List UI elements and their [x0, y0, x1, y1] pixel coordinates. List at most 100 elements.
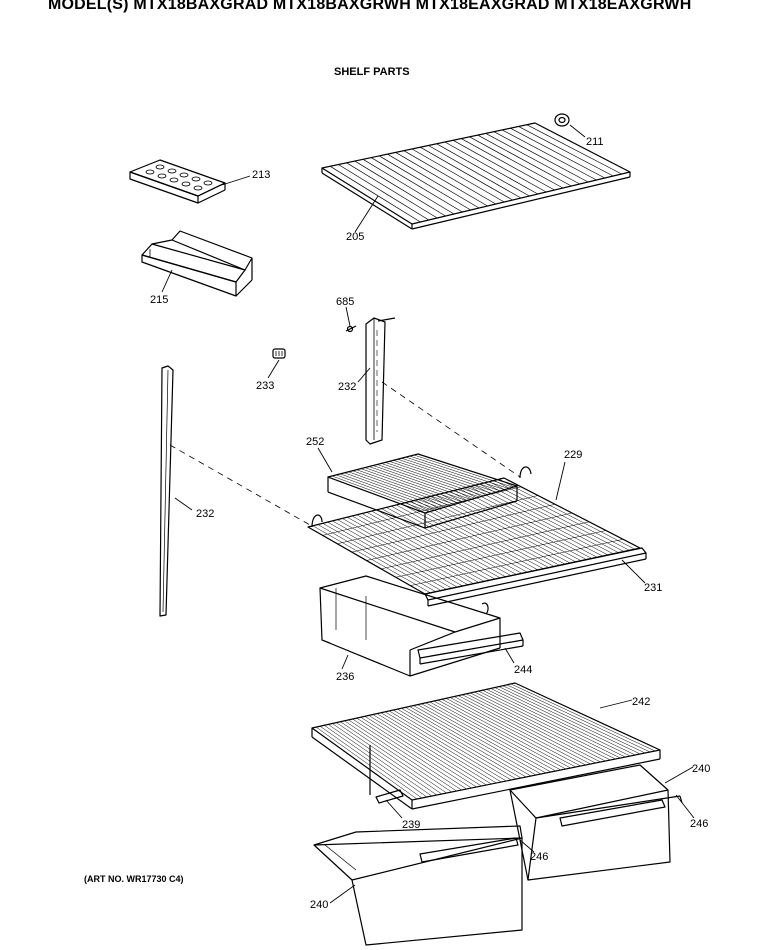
callout-labels: 211 213 205 215 685 233 232 252 229 232 …	[150, 136, 710, 911]
wire-line	[336, 722, 442, 795]
wire-line	[401, 457, 501, 492]
wire-line	[462, 694, 596, 764]
wire-line	[393, 460, 492, 494]
wire-line	[344, 472, 442, 509]
wire-line	[474, 691, 611, 761]
wire-line	[510, 127, 605, 179]
wire-line	[405, 456, 505, 490]
part-232-left-rail	[159, 365, 174, 617]
wire-line	[371, 157, 463, 213]
wire-line	[453, 696, 586, 766]
callout-685: 685	[336, 296, 354, 308]
wire-line	[368, 466, 467, 501]
wire-line	[344, 720, 452, 793]
wire-line	[470, 692, 606, 762]
callout-231: 231	[644, 582, 662, 594]
part-213-egg-tray	[129, 159, 226, 204]
callout-240-right: 240	[692, 763, 710, 775]
wire-line	[354, 160, 446, 217]
wire-line	[502, 129, 597, 181]
wire-line	[429, 701, 556, 772]
wire-line	[478, 690, 616, 760]
part-236-drawer	[319, 575, 501, 677]
callout-246-left: 246	[530, 851, 548, 863]
callout-239: 239	[402, 819, 420, 831]
callout-252: 252	[306, 436, 324, 448]
wire-line	[409, 706, 532, 777]
wire-line	[413, 454, 513, 488]
wire-line	[362, 159, 455, 215]
wire-line	[466, 693, 601, 763]
callout-246-right: 246	[690, 818, 708, 830]
wire-line	[381, 463, 480, 498]
wire-line	[397, 458, 497, 493]
callout-205: 205	[346, 231, 364, 243]
wire-line	[494, 687, 636, 756]
wire-line	[397, 708, 517, 780]
wire-line	[364, 716, 477, 788]
part-233-clip	[272, 348, 286, 359]
wire-line	[388, 710, 507, 782]
wire-line	[368, 715, 482, 787]
part-240-right-crisper	[509, 764, 683, 881]
wire-line	[348, 471, 446, 508]
wire-line	[482, 689, 621, 759]
part-239-support	[369, 745, 404, 804]
wire-line	[346, 162, 438, 219]
wire-line	[417, 704, 542, 775]
wire-line	[340, 473, 438, 510]
part-242-crisper-cover	[311, 682, 661, 810]
wire-line	[421, 703, 547, 774]
wire-line	[477, 134, 572, 187]
wire-line	[445, 698, 576, 768]
part-252-shelf-insert	[327, 453, 518, 529]
wire-line	[506, 684, 651, 753]
model-header: MODEL(S) MTX18BAXGRAD MTX18BAXGRWH MTX18…	[48, 0, 692, 13]
wire-line	[420, 146, 513, 201]
part-205-wire-shelf	[321, 122, 631, 230]
wire-line	[340, 721, 447, 794]
wire-line	[376, 713, 492, 785]
wire-line	[405, 707, 527, 778]
wire-line	[502, 685, 646, 754]
wire-line	[389, 461, 488, 495]
wire-line	[490, 688, 631, 757]
wire-line	[319, 725, 423, 799]
wire-line	[379, 155, 471, 211]
wire-line	[461, 138, 555, 191]
wire-line	[410, 539, 624, 586]
wire-line	[348, 719, 457, 792]
wire-line	[381, 521, 590, 570]
callout-213: 213	[252, 169, 270, 181]
wire-line	[486, 689, 626, 758]
callout-236: 236	[336, 671, 354, 683]
wire-line	[324, 725, 428, 798]
wire-line	[413, 705, 537, 776]
callout-229: 229	[564, 449, 582, 461]
wire-line	[395, 530, 607, 578]
wire-line	[449, 697, 581, 767]
part-231-front-trim	[424, 547, 647, 607]
wire-line	[403, 150, 496, 205]
wire-line	[425, 702, 552, 773]
callout-233: 233	[256, 380, 274, 392]
part-215-door-bin	[141, 230, 253, 297]
wire-line	[526, 124, 622, 175]
wire-line	[510, 683, 656, 752]
wire-line	[380, 712, 497, 784]
wire-line	[356, 717, 467, 790]
wire-line	[332, 723, 437, 796]
wire-line	[322, 486, 522, 536]
wire-line	[395, 152, 488, 207]
callout-244: 244	[514, 664, 532, 676]
wire-line	[393, 709, 512, 781]
wire-line	[337, 495, 539, 545]
callout-232-lower: 232	[196, 508, 214, 520]
part-211-knob	[554, 113, 570, 127]
alignment-lines	[169, 381, 521, 526]
wire-line	[436, 143, 530, 197]
wire-line	[351, 504, 556, 553]
art-number: (ART NO. WR17730 C4)	[84, 874, 184, 884]
wire-line	[411, 148, 505, 203]
wire-line	[352, 470, 451, 506]
